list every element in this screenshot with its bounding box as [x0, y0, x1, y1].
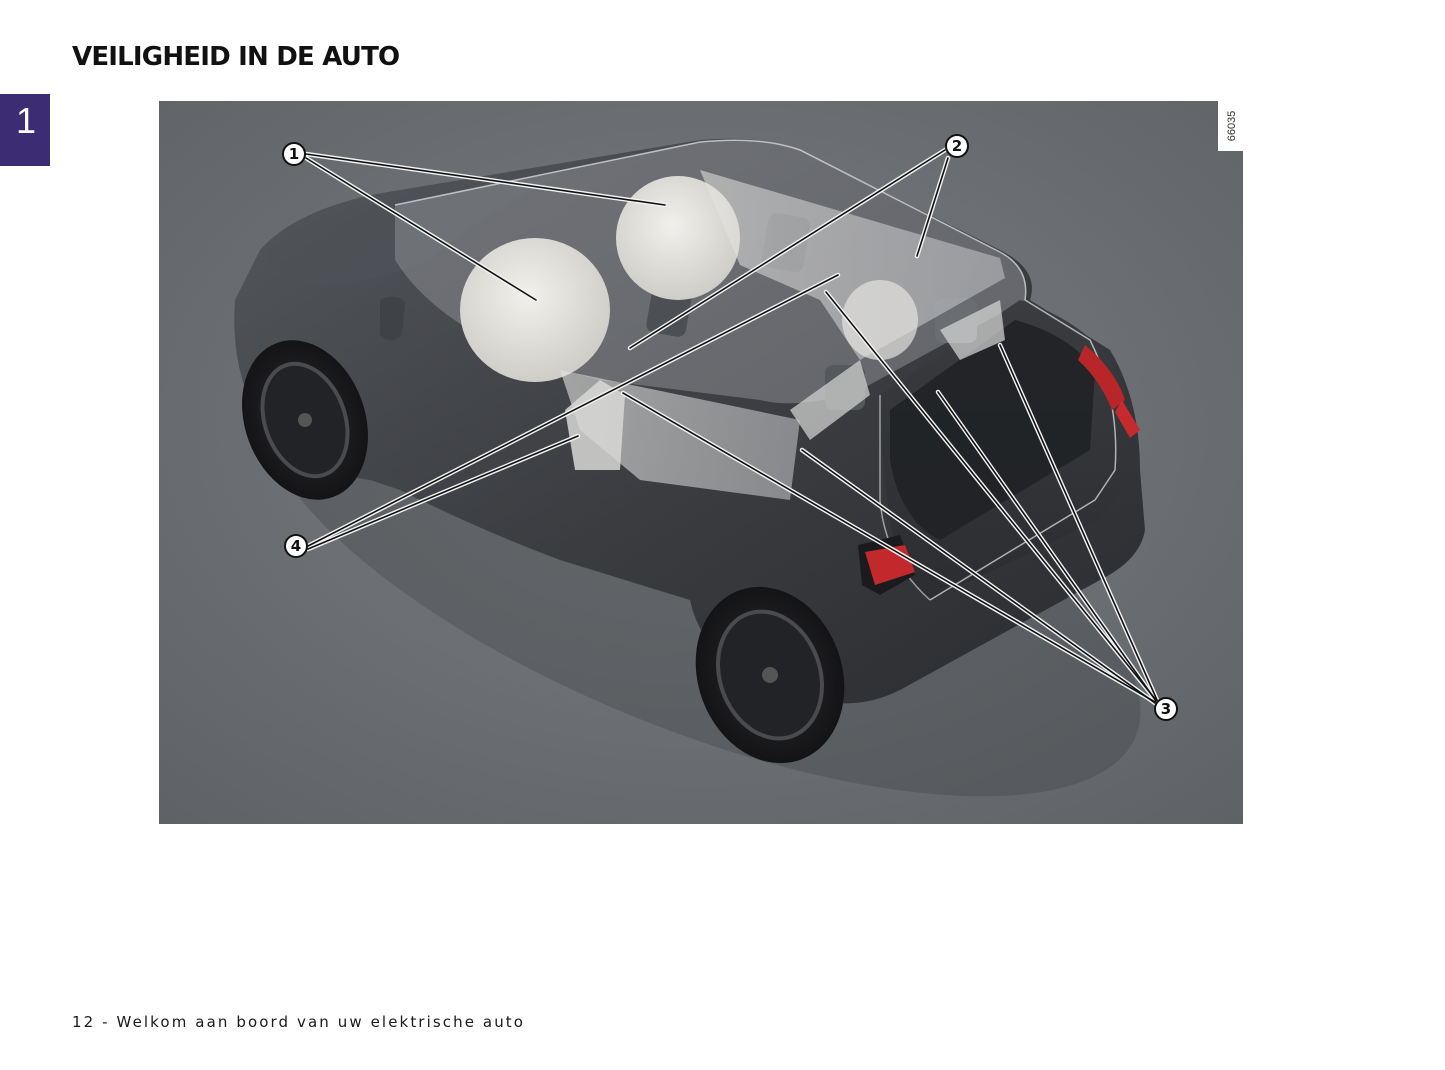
callout-label: 3	[1160, 700, 1172, 718]
page-title: VEILIGHEID IN DE AUTO	[72, 42, 400, 72]
callout-3-side-airbags: 3	[1154, 697, 1178, 721]
airbag-illustration	[159, 101, 1243, 824]
callout-4-side-airbags-front: 4	[284, 534, 308, 558]
curtain-airbag-right	[700, 170, 1005, 360]
callout-label: 2	[951, 137, 963, 155]
car-illustration-svg	[159, 101, 1243, 824]
callout-1-frontal-airbags: 1	[282, 142, 306, 166]
chapter-number: 1	[16, 100, 37, 141]
rear-wheel	[695, 586, 845, 764]
figure-reference-number: 66035	[1226, 110, 1238, 142]
taillight-right	[1078, 345, 1125, 410]
front-wheel	[242, 340, 368, 500]
front-side-airbag	[565, 380, 625, 470]
page-footer: 12 - Welkom aan boord van uw elektrische…	[72, 1013, 526, 1031]
passenger-front-airbag	[616, 176, 740, 300]
figure-reference-tab: 66035	[1218, 101, 1244, 151]
side-mirror	[380, 296, 405, 340]
driver-front-airbag	[460, 238, 610, 382]
rear-side-airbag-right	[790, 360, 870, 440]
callout-label: 4	[290, 537, 302, 555]
rear-side-airbag-far	[940, 300, 1005, 360]
callout-label: 1	[288, 145, 300, 163]
chapter-tab: 1	[0, 94, 50, 166]
callout-lines	[303, 147, 1160, 706]
callout-2-curtain-airbags: 2	[945, 134, 969, 158]
